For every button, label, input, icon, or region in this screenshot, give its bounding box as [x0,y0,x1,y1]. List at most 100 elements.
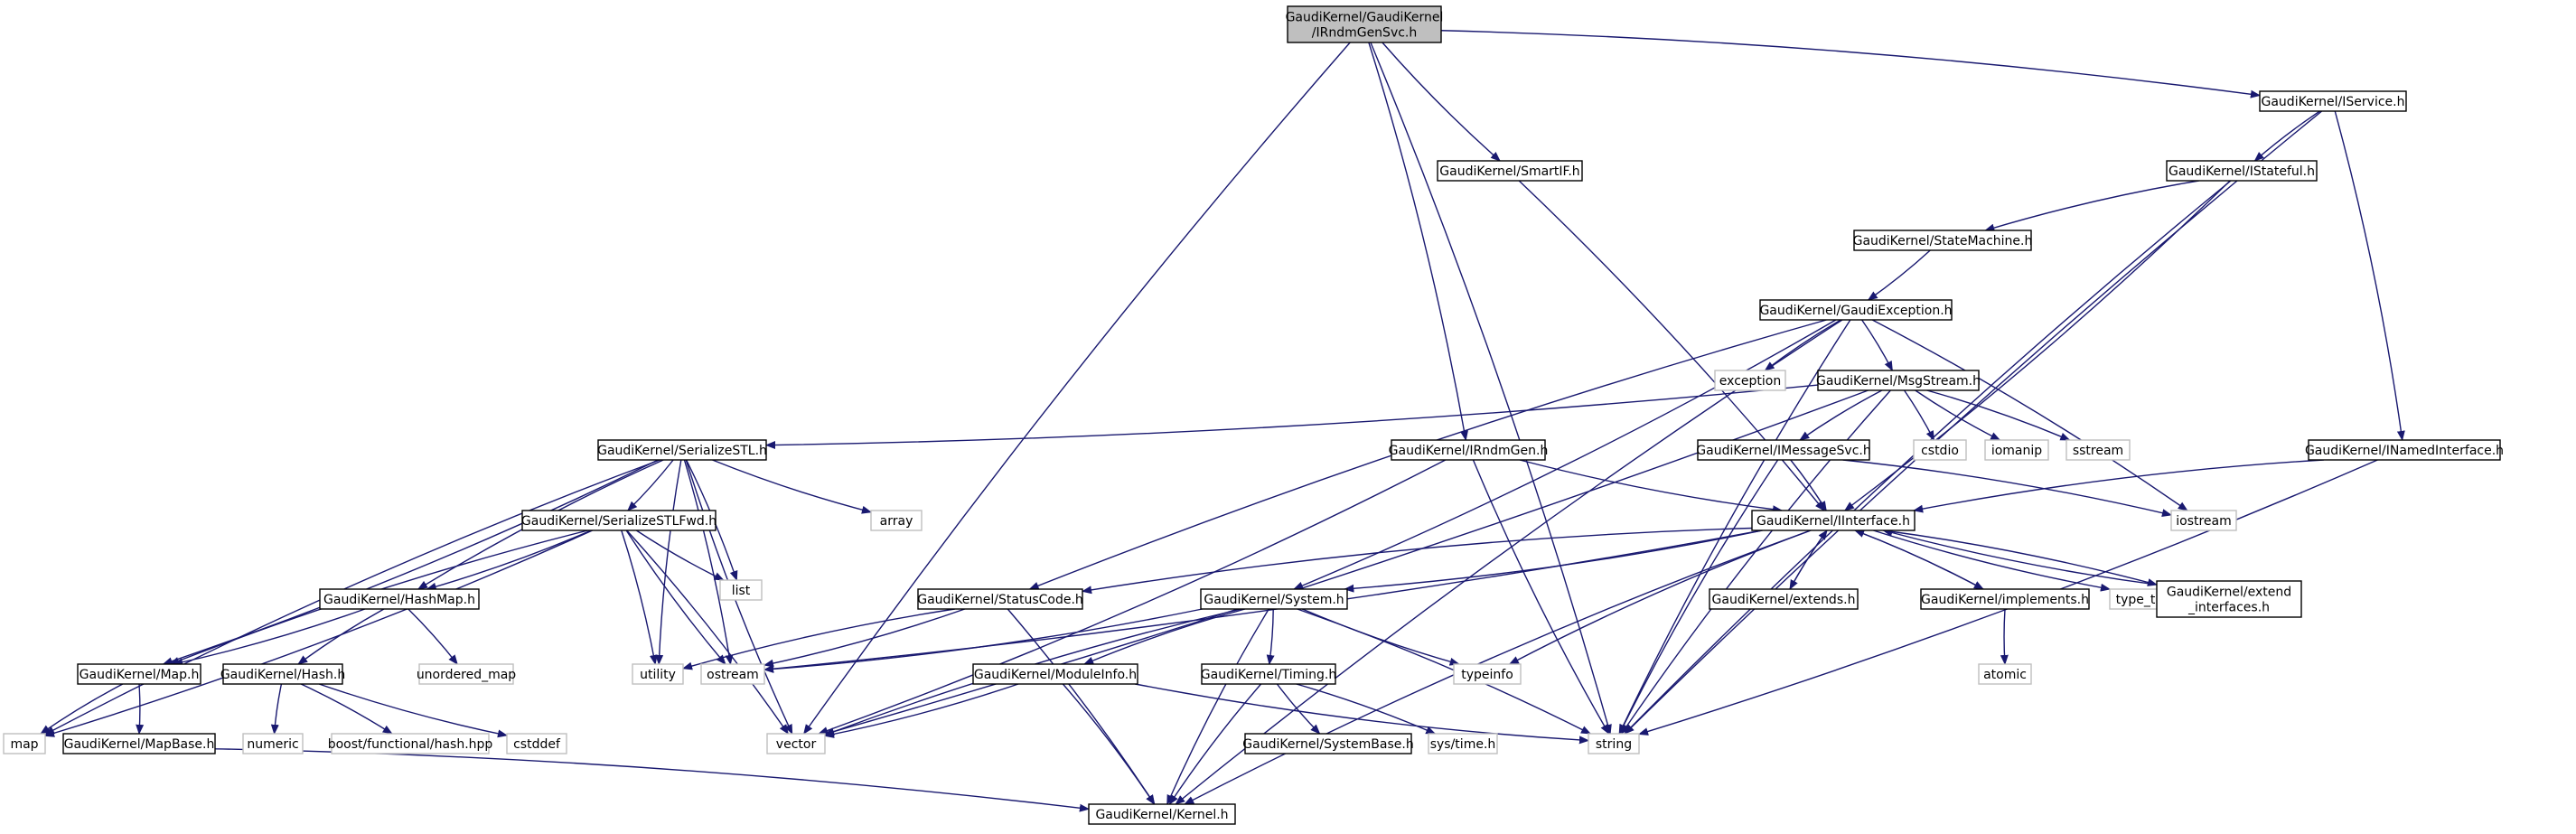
edge-IService-to-IStateful [2253,110,2320,162]
edge-root-to-string [1370,42,1612,736]
node-box-System [1200,588,1348,610]
node-Map[interactable]: GaudiKernel/Map.h [77,663,201,685]
node-box-vector [766,733,826,754]
node-IInterface[interactable]: GaudiKernel/IInterface.h [1751,510,1916,531]
node-System[interactable]: GaudiKernel/System.h [1200,588,1348,610]
node-label-root: /IRndmGenSvc.h [1312,26,1418,41]
edge-GaudiException-to-exception [1764,319,1841,371]
node-label-sstream: sstream [2073,444,2123,458]
node-string: string [1588,733,1640,754]
node-box-IService [2259,90,2407,112]
edge-Map-to-map [40,683,124,735]
node-SerializeSTL[interactable]: GaudiKernel/SerializeSTL.h [597,439,767,461]
node-extends[interactable]: GaudiKernel/extends.h [1709,588,1859,610]
edge-StatusCode-to-ostream [763,608,966,668]
node-label-utility: utility [640,668,676,682]
edge-SerializeSTL-to-map [44,459,660,736]
node-IRndmGen[interactable]: GaudiKernel/IRndmGen.h [1389,439,1549,461]
node-StatusCode[interactable]: GaudiKernel/StatusCode.h [917,588,1083,610]
edge-IRndmGen-to-IInterface [1519,459,1784,514]
node-implements[interactable]: GaudiKernel/implements.h [1920,588,2090,610]
edge-MsgStream-to-sstream [1926,389,2071,441]
node-label-extends: GaudiKernel/extends.h [1712,593,1856,607]
node-label-typeinfo: typeinfo [1461,668,1513,682]
node-label-implements: GaudiKernel/implements.h [1921,593,2089,607]
node-box-iostream [2170,510,2237,531]
edge-HashMap-to-Map [173,608,366,667]
node-Kernel[interactable]: GaudiKernel/Kernel.h [1088,803,1236,825]
node-label-cstdio: cstdio [1921,444,1959,458]
node-box-HashMap [319,588,480,610]
node-vector: vector [766,733,826,754]
edge-ModuleInfo-to-string [1135,683,1590,745]
node-MapBase[interactable]: GaudiKernel/MapBase.h [62,733,216,754]
node-IMessageSvc[interactable]: GaudiKernel/IMessageSvc.h [1696,439,1871,461]
edge-HashMap-to-Hash [297,608,385,665]
node-label-System: GaudiKernel/System.h [1204,593,1344,607]
edge-SerializeSTL-to-SerializeSTLFwd [627,459,674,511]
edge-SerializeSTLFwd-to-HashMap [426,529,592,591]
edge-IMessageSvc-to-string [1618,459,1779,736]
node-box-numeric [242,733,304,754]
node-box-extend_interfaces [2156,580,2302,618]
node-IStateful[interactable]: GaudiKernel/IStateful.h [2166,160,2318,182]
node-box-Map [77,663,201,685]
edge-MsgStream-to-string [1620,389,1891,735]
node-INamedInterface[interactable]: GaudiKernel/INamedInterface.h [2305,439,2504,461]
edge-SerializeSTL-to-array [712,459,873,514]
node-Hash[interactable]: GaudiKernel/Hash.h [220,663,345,685]
node-SystemBase[interactable]: GaudiKernel/SystemBase.h [1242,733,1414,754]
node-SmartIF[interactable]: GaudiKernel/SmartIF.h [1437,160,1583,182]
node-root[interactable]: GaudiKernel/GaudiKernel/IRndmGenSvc.h [1286,5,1444,43]
node-label-ostream: ostream [707,668,759,682]
node-box-Hash [222,663,343,685]
node-box-array [870,510,923,531]
node-Timing[interactable]: GaudiKernel/Timing.h [1201,663,1336,685]
node-box-implements [1920,588,2090,610]
node-box-SmartIF [1437,160,1583,182]
node-numeric: numeric [242,733,304,754]
edge-MsgStream-to-iomanip [1915,389,2001,441]
edge-SerializeSTLFwd-to-vector [626,529,789,735]
edge-root-to-IService [1440,30,2262,98]
node-label-string: string [1596,737,1632,752]
nodes-layer: GaudiKernel/GaudiKernel/IRndmGenSvc.hGau… [3,5,2504,825]
node-box-typeinfo [1453,663,1522,685]
node-extend_interfaces[interactable]: GaudiKernel/extend_interfaces.h [2156,580,2302,618]
edge-Hash-to-cstddef [318,683,509,738]
edge-IRndmGen-to-string [1472,459,1610,735]
node-box-sstream [2065,439,2131,461]
node-IService[interactable]: GaudiKernel/IService.h [2259,90,2407,112]
node-MsgStream[interactable]: GaudiKernel/MsgStream.h [1816,370,1981,391]
node-label-ModuleInfo: GaudiKernel/ModuleInfo.h [974,668,1137,682]
node-box-string [1588,733,1640,754]
edge-GaudiException-to-iostream [1871,319,2188,511]
node-array: array [870,510,923,531]
edge-IInterface-to-type_traits [1873,529,2112,592]
node-SerializeSTLFwd[interactable]: GaudiKernel/SerializeSTLFwd.h [521,510,717,531]
node-StateMachine[interactable]: GaudiKernel/StateMachine.h [1853,230,2033,251]
node-box-IInterface [1751,510,1916,531]
node-box-list [719,579,763,601]
node-label-array: array [880,514,913,529]
node-iomanip: iomanip [1984,439,2049,461]
node-box-MsgStream [1817,370,1980,391]
node-box-IRndmGen [1391,439,1546,461]
node-cstddef: cstddef [506,733,567,754]
node-box-Kernel [1088,803,1236,825]
node-box-StatusCode [917,588,1083,610]
node-label-list: list [732,584,751,598]
edge-StateMachine-to-GaudiException [1867,249,1931,301]
node-GaudiException[interactable]: GaudiKernel/GaudiException.h [1759,299,1953,321]
node-list: list [719,579,763,601]
node-label-iostream: iostream [2176,514,2232,529]
node-label-StateMachine: GaudiKernel/StateMachine.h [1853,234,2033,248]
edge-MsgStream-to-cstdio [1903,389,1935,441]
node-HashMap[interactable]: GaudiKernel/HashMap.h [319,588,480,610]
node-label-atomic: atomic [1983,668,2027,682]
edge-System-to-ModuleInfo [1083,608,1246,665]
node-box-cstdio [1913,439,1967,461]
edge-System-to-ostream [763,608,1203,673]
node-ModuleInfo[interactable]: GaudiKernel/ModuleInfo.h [972,663,1138,685]
